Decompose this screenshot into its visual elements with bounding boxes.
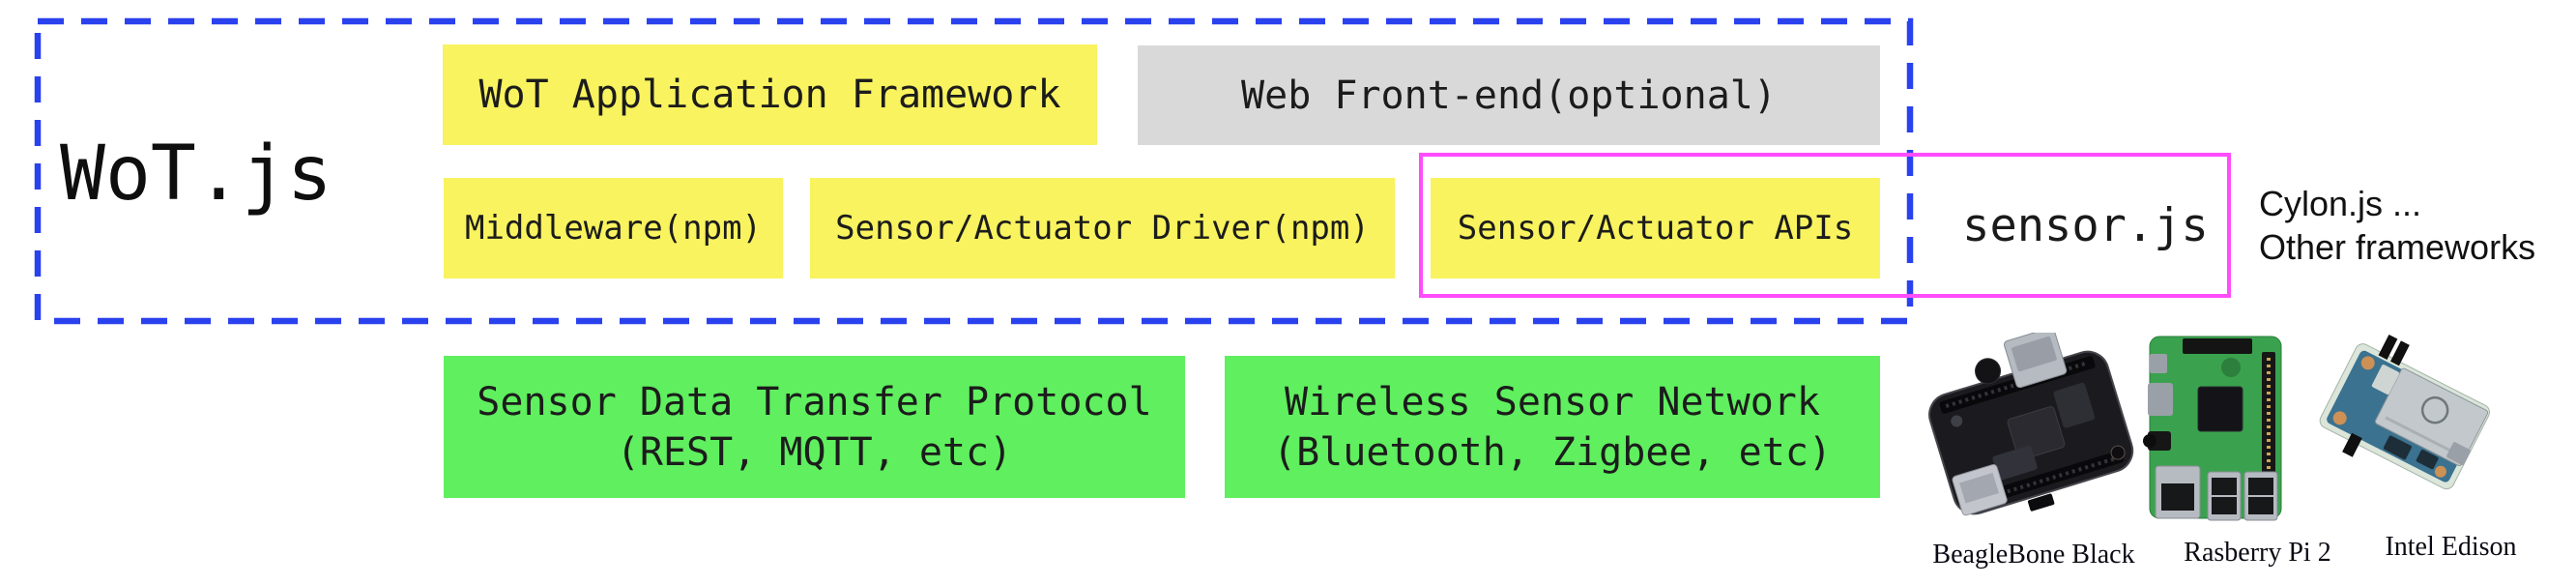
box-middleware-label: Middleware(npm) — [464, 209, 763, 248]
sensor-js-label: sensor.js — [1962, 198, 2209, 252]
wsn-line1: Wireless Sensor Network — [1285, 379, 1820, 424]
box-web-frontend: Web Front-end(optional) — [1138, 45, 1880, 145]
intel-edison-image — [2319, 335, 2490, 490]
box-wot-application-framework-label: WoT Application Framework — [478, 73, 1061, 117]
other-frameworks-line2: Other frameworks — [2259, 227, 2536, 267]
raspberry-pi-2-caption: Rasberry Pi 2 — [2184, 538, 2331, 568]
box-sensor-actuator-driver: Sensor/Actuator Driver(npm) — [810, 178, 1395, 278]
beaglebone-black-caption: BeagleBone Black — [1932, 540, 2135, 570]
box-wot-application-framework: WoT Application Framework — [443, 44, 1097, 145]
box-sensor-data-transfer-protocol: Sensor Data Transfer Protocol (REST, MQT… — [444, 356, 1185, 498]
other-frameworks-note: Cylon.js ... Other frameworks — [2259, 182, 2535, 269]
box-middleware: Middleware(npm) — [444, 178, 783, 278]
box-web-frontend-label: Web Front-end(optional) — [1241, 73, 1777, 118]
wsn-line2: (Bluetooth, Zigbee, etc) — [1273, 429, 1832, 475]
box-sensor-actuator-driver-label: Sensor/Actuator Driver(npm) — [835, 209, 1370, 248]
wotjs-title: WoT.js — [60, 131, 333, 218]
protocol-line1: Sensor Data Transfer Protocol — [477, 379, 1152, 424]
other-frameworks-line1: Cylon.js ... — [2259, 184, 2422, 223]
beaglebone-black-image — [1928, 333, 2134, 516]
protocol-line2: (REST, MQTT, etc) — [616, 429, 1013, 475]
intel-edison-caption: Intel Edison — [2385, 532, 2517, 562]
box-wireless-sensor-network: Wireless Sensor Network (Bluetooth, Zigb… — [1225, 356, 1880, 498]
raspberry-pi-2-image — [2143, 336, 2282, 521]
